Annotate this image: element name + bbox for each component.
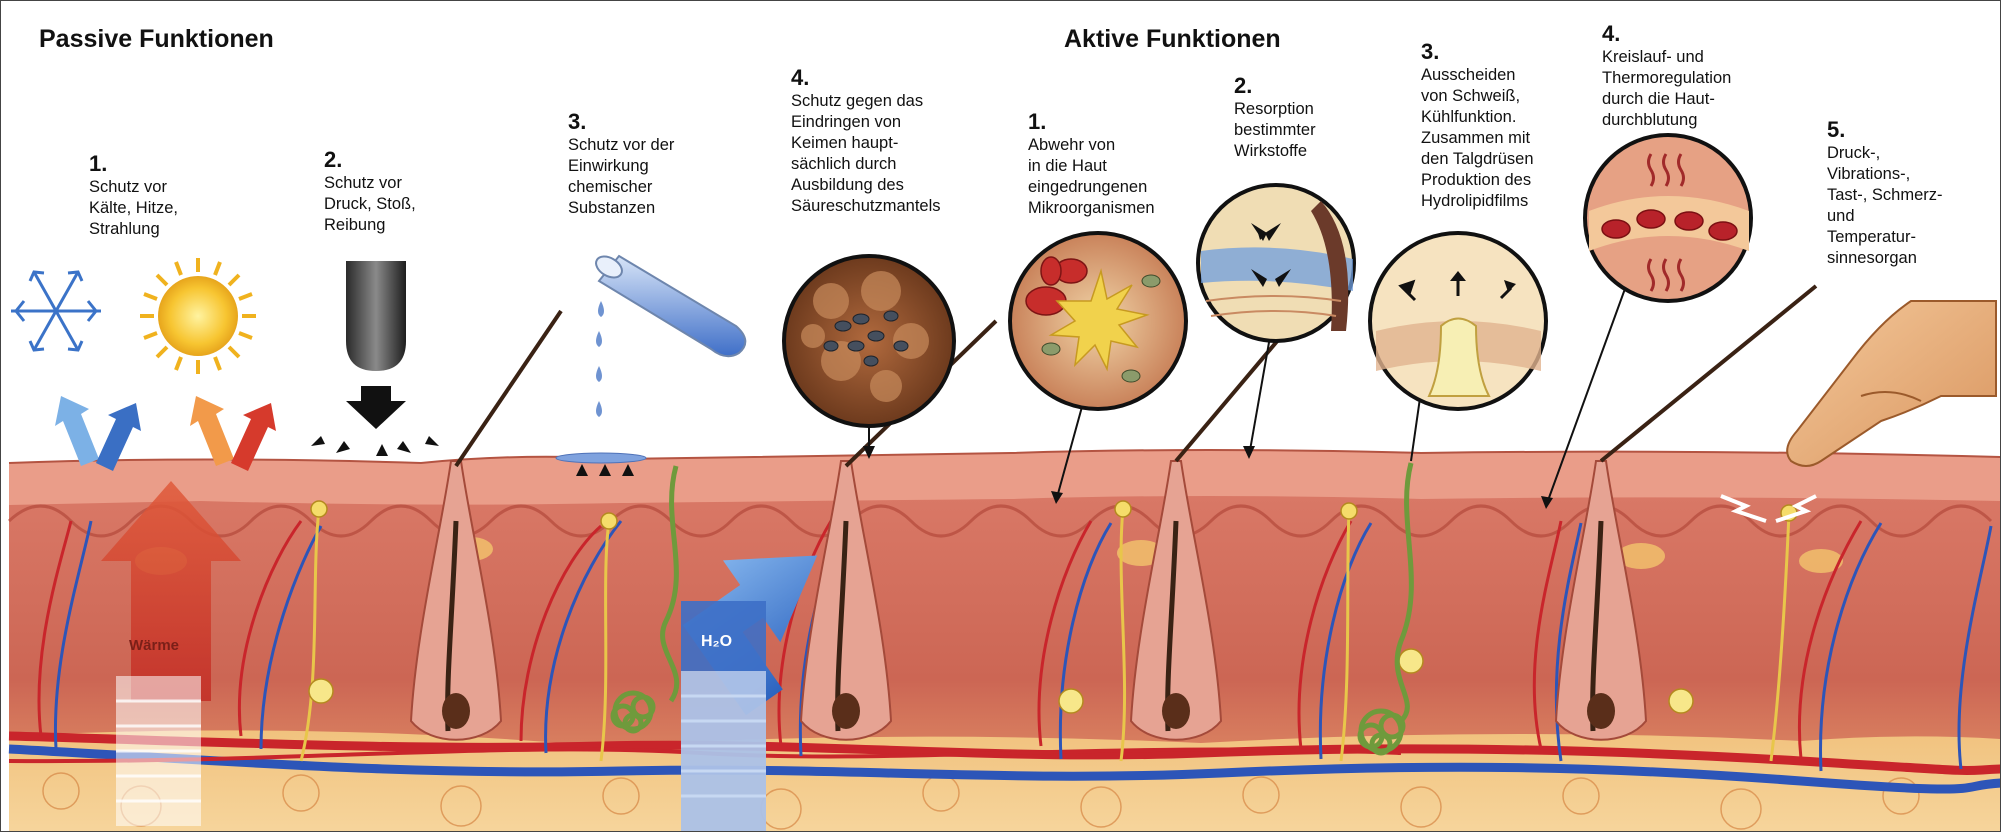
active-function-2: 2. Resorption bestimmter Wirkstoffe: [1234, 73, 1316, 162]
passive-functions-header: Passive Funktionen: [39, 25, 274, 54]
active-function-1-number: 1.: [1028, 109, 1155, 135]
passive-function-1: 1. Schutz vor Kälte, Hitze, Strahlung: [89, 151, 178, 240]
active-function-5-text: Druck-, Vibrations-, Tast-, Schmerz- und…: [1827, 143, 1943, 269]
passive-function-3: 3. Schutz vor der Einwirkung chemischer …: [568, 109, 674, 219]
active-function-3-number: 3.: [1421, 39, 1534, 65]
passive-function-2: 2. Schutz vor Druck, Stoß, Reibung: [324, 147, 416, 236]
active-function-3-text: Ausscheiden von Schweiß, Kühlfunktion. Z…: [1421, 65, 1534, 212]
active-function-2-number: 2.: [1234, 73, 1316, 99]
passive-function-1-number: 1.: [89, 151, 178, 177]
active-function-4-number: 4.: [1602, 21, 1731, 47]
active-function-2-text: Resorption bestimmter Wirkstoffe: [1234, 99, 1316, 162]
active-function-5: 5. Druck-, Vibrations-, Tast-, Schmerz- …: [1827, 117, 1943, 269]
active-function-5-number: 5.: [1827, 117, 1943, 143]
snowflake-icon: [11, 272, 101, 350]
finger-icon: [1787, 301, 1996, 466]
passive-function-2-number: 2.: [324, 147, 416, 173]
magnifier-sweat: [1370, 233, 1546, 461]
passive-function-4-text: Schutz gegen das Eindringen von Keimen h…: [791, 91, 941, 217]
water-label: H₂O: [701, 633, 732, 651]
active-functions-header: Aktive Funktionen: [1064, 25, 1281, 54]
pressure-stamp-icon: [311, 261, 439, 456]
magnifier-acid-mantle: [784, 256, 954, 459]
active-function-1-text: Abwehr von in die Haut eingedrungenen Mi…: [1028, 135, 1155, 219]
active-function-4: 4. Kreislauf- und Thermoregulation durch…: [1602, 21, 1731, 131]
passive-function-1-text: Schutz vor Kälte, Hitze, Strahlung: [89, 177, 178, 240]
passive-function-2-text: Schutz vor Druck, Stoß, Reibung: [324, 173, 416, 236]
active-function-4-text: Kreislauf- und Thermoregulation durch di…: [1602, 47, 1731, 131]
sun-icon: [140, 258, 256, 374]
magnifier-resorption: [1198, 185, 1354, 459]
passive-function-3-number: 3.: [568, 109, 674, 135]
skin-block: [9, 286, 2001, 832]
passive-function-3-text: Schutz vor der Einwirkung chemischer Sub…: [568, 135, 674, 219]
test-tube-icon: [556, 252, 745, 476]
active-function-1: 1. Abwehr von in die Haut eingedrungenen…: [1028, 109, 1155, 219]
active-function-3: 3. Ausscheiden von Schweiß, Kühlfunktion…: [1421, 39, 1534, 212]
passive-function-4-number: 4.: [791, 65, 941, 91]
passive-function-4: 4. Schutz gegen das Eindringen von Keime…: [791, 65, 941, 217]
heat-label: Wärme: [129, 637, 179, 654]
